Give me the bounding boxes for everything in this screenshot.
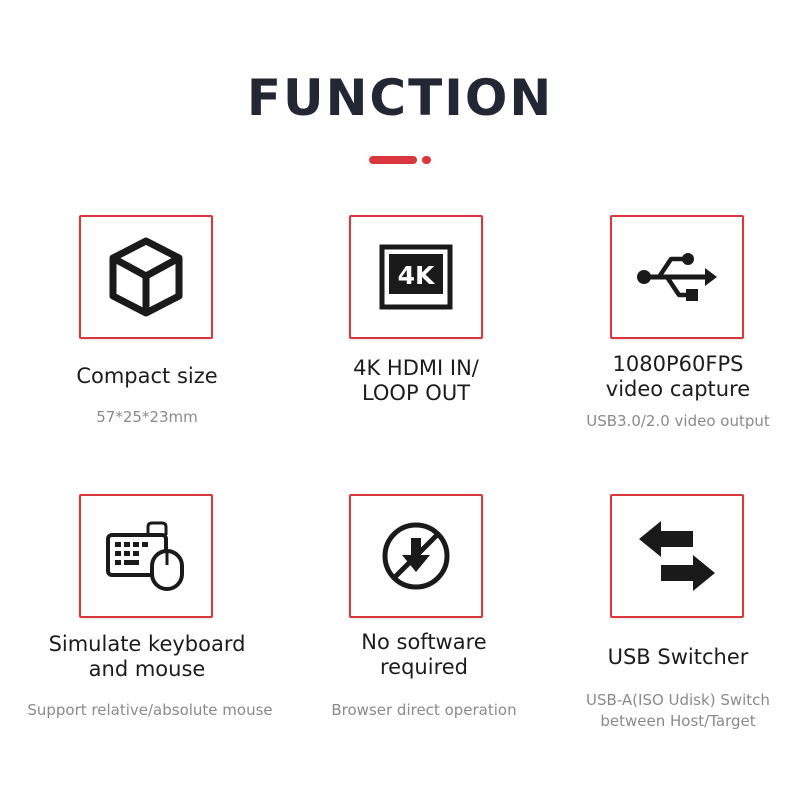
- feature-title: Simulate keyboard and mouse: [48, 632, 246, 681]
- feature-title: 4K HDMI IN/ LOOP OUT: [353, 356, 479, 405]
- icon-box-usb: [610, 215, 744, 339]
- feature-subtitle: Browser direct operation: [331, 701, 517, 719]
- icon-box-switch: [610, 494, 744, 618]
- icon-box-cube: [79, 215, 213, 339]
- feature-subtitle: Support relative/absolute mouse: [27, 701, 273, 719]
- title-accent-dot: [422, 156, 431, 164]
- feature-title: USB Switcher: [607, 645, 749, 669]
- feature-subtitle: USB-A(ISO Udisk) Switch between Host/Tar…: [586, 691, 770, 730]
- feature-subtitle: 57*25*23mm: [96, 408, 198, 426]
- icon-box-keyboard: [79, 494, 213, 618]
- 4k-icon-text: 4K: [398, 261, 436, 290]
- title-accent-bar: [369, 156, 417, 164]
- page-title: FUNCTION: [246, 69, 554, 127]
- feature-title: No software required: [361, 630, 487, 679]
- usb-icon: [637, 253, 717, 301]
- icon-box-4k: 4K: [349, 215, 483, 339]
- keyboard-mouse-icon: [106, 521, 184, 591]
- no-download-icon: [382, 522, 450, 590]
- feature-title: Compact size: [76, 364, 218, 388]
- feature-subtitle: USB3.0/2.0 video output: [586, 412, 770, 430]
- cube-icon: [109, 237, 183, 317]
- feature-title: 1080P60FPS video capture: [605, 352, 751, 401]
- icon-box-no-download: [349, 494, 483, 618]
- switch-arrows-icon: [639, 521, 715, 591]
- 4k-icon: 4K: [379, 244, 453, 310]
